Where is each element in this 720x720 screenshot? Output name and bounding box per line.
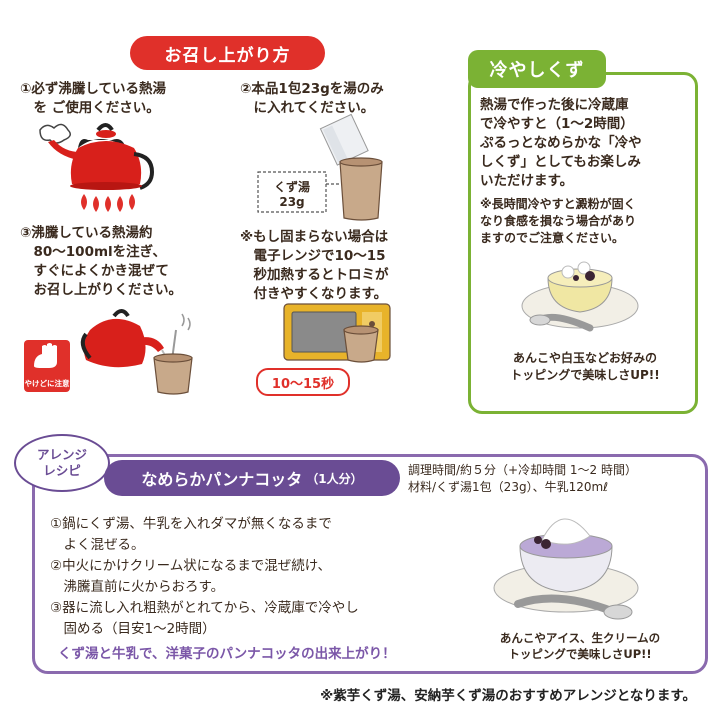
- arrange-step-line: 固める（目安1〜2時間）: [50, 621, 216, 637]
- note-line: 秒加熱するとトロミが: [240, 267, 389, 283]
- chilled-body-line: いただけます。: [480, 173, 574, 189]
- microwave-illustration: [283, 303, 391, 363]
- panna-cotta-illustration: [493, 518, 639, 620]
- step2-text: ②本品1包23gを湯のみ に入れてください。: [240, 80, 384, 118]
- arrange-time: 調理時間/約５分（+冷却時間 1〜2 時間）: [408, 463, 637, 477]
- chilled-topping-line: トッピングで美味しさUP!!: [510, 368, 660, 382]
- step1-line: を ご使用ください。: [20, 100, 160, 116]
- step1-text: ①必ず沸騰している熱湯 を ご使用ください。: [20, 80, 166, 118]
- arrange-step-line: よく混ぜる。: [50, 537, 145, 553]
- note-line: 電子レンジで10〜15: [240, 248, 386, 264]
- arrange-step-line: ①鍋にくず湯、牛乳を入れダマが無くなるまで: [50, 516, 332, 532]
- chilled-body: 熱湯で作った後に冷蔵庫 で冷やすと（1〜2時間） ぷるっとなめらかな「冷や しく…: [480, 96, 686, 191]
- arrange-highlight: くず湯と牛乳で、洋菓子のパンナコッタの出来上がり！: [58, 646, 396, 662]
- arrange-servings: （1人分）: [306, 471, 363, 486]
- arrange-tag: アレンジ レシピ: [14, 434, 110, 492]
- packet-pour-illustration: [257, 113, 383, 221]
- step3-text: ③沸騰している熱湯約 80〜100mlを注ぎ、 すぐによくかき混ぜて お召し上が…: [20, 224, 182, 300]
- note-line: 付きやすくなります。: [240, 286, 388, 302]
- arrange-step-line: ③器に流し入れ粗熱がとれてから、冷蔵庫で冷やし: [50, 600, 359, 616]
- chilled-body-line: 熱湯で作った後に冷蔵庫: [480, 97, 629, 113]
- arrange-steps: ①鍋にくず湯、牛乳を入れダマが無くなるまで よく混ぜる。 ②中火にかけクリーム状…: [50, 514, 470, 640]
- chilled-body-line: ぷるっとなめらかな「冷や: [480, 135, 642, 151]
- step2-line: ②本品1包23gを湯のみ: [240, 81, 384, 97]
- arrange-ingredients: 材料/くず湯1包（23g）、牛乳120mℓ: [408, 480, 609, 494]
- chilled-note: ※長時間冷やすと澱粉が固く なり食感を損なう場合があり ますのでご注意ください。: [480, 196, 686, 247]
- step1-line: ①必ず沸騰している熱湯: [20, 81, 167, 97]
- chilled-note-line: ※長時間冷やすと澱粉が固く: [480, 197, 636, 211]
- chilled-body-line: で冷やすと（1〜2時間）: [480, 116, 634, 132]
- chilled-dessert-illustration: [521, 261, 639, 332]
- packet-label-line: くず湯: [273, 180, 310, 194]
- chilled-body-line: しくず」としてもお楽しみ: [480, 154, 641, 170]
- note-line: ※もし固まらない場合は: [240, 229, 389, 245]
- footnote: ※紫芋くず湯、安納芋くず湯のおすすめアレンジとなります。: [320, 688, 696, 704]
- step3-line: すぐによくかき混ぜて: [20, 263, 169, 279]
- step2-line: に入れてください。: [240, 100, 375, 116]
- chilled-topping-line: あんこや白玉などお好みの: [512, 351, 657, 365]
- chilled-note-line: なり食感を損なう場合があり: [480, 214, 637, 228]
- microwave-time-badge: 10〜15秒: [256, 368, 350, 396]
- chilled-note-line: ますのでご注意ください。: [480, 231, 625, 245]
- caution-badge: やけどに注意: [24, 340, 70, 392]
- chilled-topping: あんこや白玉などお好みの トッピングで美味しさUP!!: [482, 350, 688, 384]
- arrange-topping: あんこやアイス、生クリームの トッピングで美味しさUP!!: [470, 630, 690, 662]
- packet-label-line: 23g: [279, 195, 305, 209]
- howto-title: お召し上がり方: [130, 36, 325, 70]
- chilled-title: 冷やしくず: [468, 50, 606, 88]
- arrange-tag-line: レシピ: [43, 463, 81, 478]
- microwave-note: ※もし固まらない場合は 電子レンジで10〜15 秒加熱するとトロミが 付きやすく…: [240, 228, 389, 304]
- packet-label: くず湯 23g: [262, 180, 322, 210]
- arrange-tag-line: アレンジ: [36, 447, 87, 462]
- kettle-pour-illustration: [80, 309, 193, 395]
- arrange-title: なめらかパンナコッタ （1人分）: [104, 460, 400, 496]
- arrange-meta: 調理時間/約５分（+冷却時間 1〜2 時間） 材料/くず湯1包（23g）、牛乳1…: [408, 462, 698, 496]
- hot-hand-icon: [34, 343, 57, 368]
- arrange-topping-line: トッピングで美味しさUP!!: [508, 647, 652, 661]
- arrange-title-text: なめらかパンナコッタ: [141, 470, 303, 489]
- arrange-topping-line: あんこやアイス、生クリームの: [499, 631, 661, 645]
- arrange-step-line: ②中火にかけクリーム状になるまで混ぜ続け、: [50, 558, 332, 574]
- kettle-boiling-illustration: [39, 123, 155, 212]
- arrange-step-line: 沸騰直前に火からおろす。: [50, 579, 225, 595]
- step3-line: ③沸騰している熱湯約: [20, 225, 153, 241]
- step3-line: 80〜100mlを注ぎ、: [20, 244, 166, 260]
- caution-label: やけどに注意: [24, 379, 70, 388]
- step3-line: お召し上がりください。: [20, 282, 182, 298]
